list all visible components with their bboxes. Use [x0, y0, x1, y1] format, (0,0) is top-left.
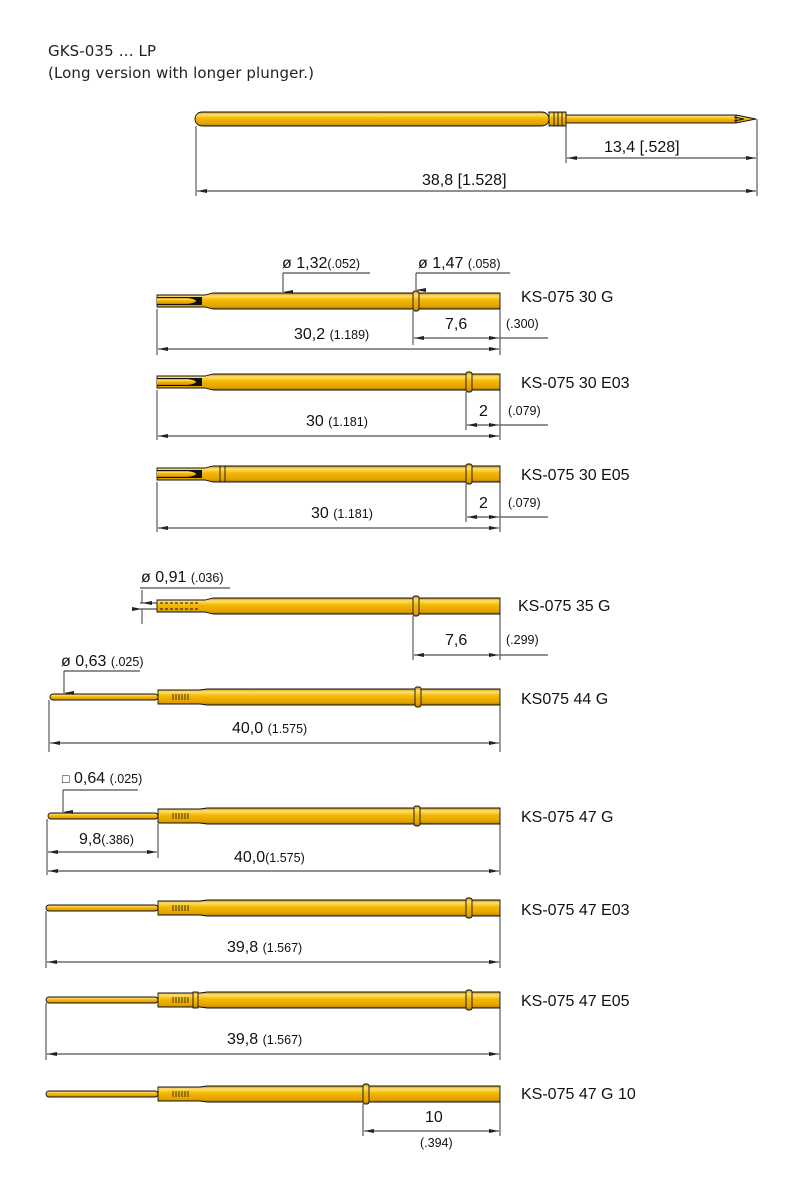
dim-ring-offset-inch: (.079) — [508, 496, 541, 510]
probe-ks075-44-g — [48, 670, 501, 752]
part-label-ks-075-47-g: KS-075 47 G — [521, 809, 614, 826]
callout-plunger-square: □ 0,64 (.025) — [62, 770, 143, 787]
dim-plunger-length: 13,4 [.528] — [604, 139, 680, 156]
probe-ks-075-47-g — [46, 789, 501, 875]
part-label-ks-075-47-g-10: KS-075 47 G 10 — [521, 1086, 636, 1103]
probe-ks-075-30-e03 — [156, 371, 548, 440]
probe-ks-075-47-g-10 — [45, 1083, 501, 1136]
probe-ks-075-35-g — [132, 587, 548, 660]
dim-ring-offset: 2 — [479, 403, 488, 420]
callout-tip-diameter: ø 0,91 (.036) — [141, 569, 224, 586]
part-label-ks-075-35-g: KS-075 35 G — [518, 598, 611, 615]
dim-plunger-length: 9,8(.386) — [79, 831, 134, 848]
drawing-title: GKS-035 … LP — [48, 42, 157, 60]
dim-overall-length: 30 (1.181) — [311, 505, 373, 522]
dim-overall-length: 39,8 (1.567) — [227, 1031, 303, 1048]
dim-overall-length: 40,0(1.575) — [234, 849, 305, 866]
dim-ring-offset: 2 — [479, 495, 488, 512]
dim-ring-offset-inch: (.300) — [506, 317, 539, 331]
part-label-ks075-44-g: KS075 44 G — [521, 691, 609, 708]
probe-gks-035-lp — [194, 111, 758, 196]
dim-ring-offset: 10 — [425, 1109, 443, 1126]
probe-ks-075-47-e03 — [45, 897, 501, 968]
part-label-ks-075-30-e03: KS-075 30 E03 — [521, 375, 630, 392]
callout-plunger-diameter: ø 0,63 (.025) — [61, 653, 144, 670]
probe-ks-075-47-e05 — [45, 989, 501, 1060]
dim-overall-length: 40,0 (1.575) — [232, 720, 308, 737]
dim-ring-offset-inch: (.079) — [508, 404, 541, 418]
dim-overall-length: 38,8 [1.528] — [422, 172, 507, 189]
probe-ks-075-30-g — [156, 272, 548, 355]
dim-ring-offset: 7,6 — [445, 632, 468, 649]
part-label-ks-075-30-g: KS-075 30 G — [521, 289, 614, 306]
dim-overall-length: 30,2 (1.189) — [294, 326, 370, 343]
part-label-ks-075-30-e05: KS-075 30 E05 — [521, 467, 630, 484]
dim-ring-offset-inch: (.394) — [420, 1136, 453, 1150]
callout-ring-diameter: ø 1,47 (.058) — [418, 255, 501, 272]
part-label-ks-075-47-e05: KS-075 47 E05 — [521, 993, 630, 1010]
callout-barrel-diameter: ø 1,32(.052) — [282, 255, 361, 272]
dim-overall-length: 39,8 (1.567) — [227, 939, 303, 956]
probe-ks-075-30-e05 — [156, 463, 548, 532]
dim-overall-length: 30 (1.181) — [306, 413, 368, 430]
dim-ring-offset: 7,6 — [445, 316, 468, 333]
part-label-ks-075-47-e03: KS-075 47 E03 — [521, 902, 630, 919]
dim-ring-offset-inch: (.299) — [506, 633, 539, 647]
drawing-subtitle: (Long version with longer plunger.) — [48, 64, 315, 82]
